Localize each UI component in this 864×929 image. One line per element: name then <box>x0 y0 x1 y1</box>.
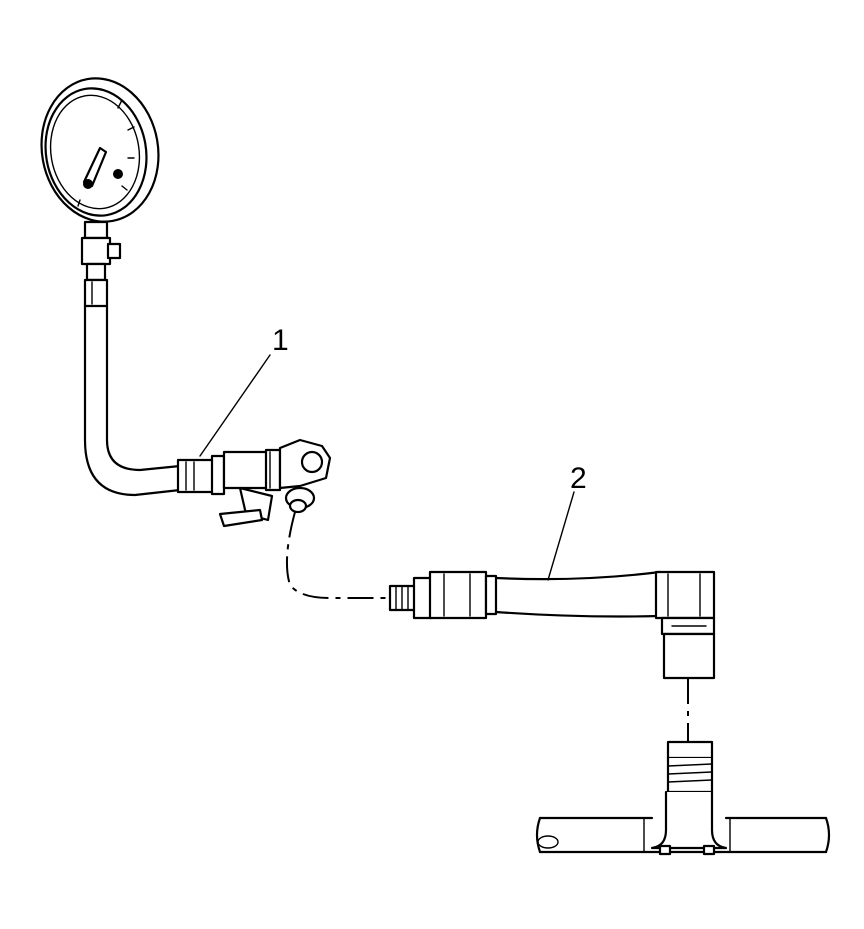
pressure-gauge <box>40 77 160 308</box>
callout-label-2: 2 <box>570 462 587 495</box>
gauge-hose <box>83 304 182 497</box>
leader-line-1 <box>199 354 271 457</box>
callout-label-1: 1 <box>272 324 289 357</box>
fuel-pressure-gauge-fitting <box>176 438 332 528</box>
callout-1: 1 <box>199 324 289 457</box>
connection-centerline-1 <box>286 511 392 599</box>
fuel-rail-test-port <box>535 740 831 856</box>
leader-line-2 <box>547 491 575 581</box>
adapter-hose <box>388 570 716 680</box>
callout-2: 2 <box>547 462 587 581</box>
